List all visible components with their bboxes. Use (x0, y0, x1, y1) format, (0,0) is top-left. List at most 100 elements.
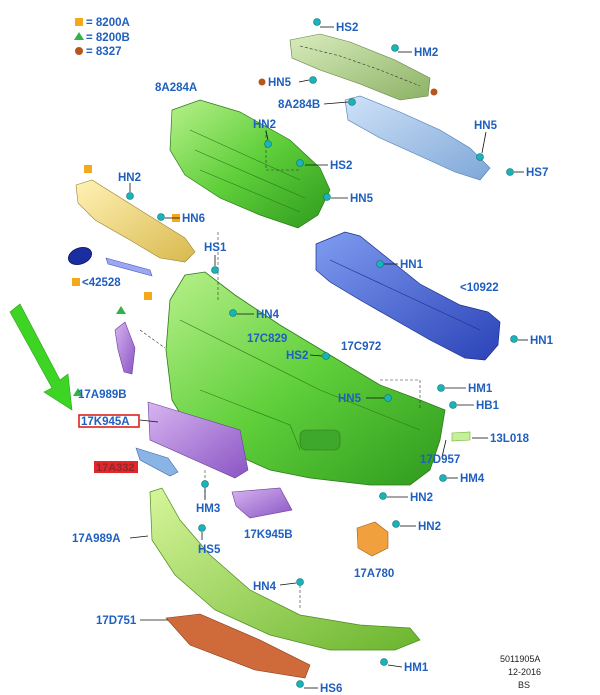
legend-item-8200b: = 8200B (86, 32, 130, 44)
clip-icon (322, 352, 330, 360)
label-hm4: HM4 (460, 473, 485, 485)
pointer-arrow (9, 303, 73, 411)
label-hn1: HN1 (530, 335, 554, 347)
marker-square-icon (72, 278, 80, 286)
label-hn2: HN2 (118, 172, 141, 184)
clip-icon (510, 335, 518, 343)
label-hn5: HN5 (338, 393, 362, 405)
label-17a780: 17A780 (354, 568, 394, 580)
marker-triangle-icon (116, 306, 126, 314)
label-8a284b: 8A284B (278, 99, 320, 111)
impact-beam-10922 (315, 231, 501, 361)
label-17c829: 17C829 (247, 333, 287, 345)
clip-icon (384, 394, 392, 402)
marker-circle-icon (430, 88, 438, 96)
footer-code: 5011905A (500, 654, 540, 664)
legend: = 8200A = 8200B = 8327 (74, 17, 130, 58)
clip-icon (313, 18, 321, 26)
footer-initials: BS (518, 680, 530, 690)
bracket-8a284b (344, 95, 491, 181)
label-17c972: 17C972 (341, 341, 381, 353)
clip-icon (264, 140, 272, 148)
lower-grille-17k945a (147, 401, 249, 479)
marker-square-icon (84, 165, 92, 173)
pad-13l018 (451, 431, 471, 442)
label-8a284a: 8A284A (155, 82, 197, 94)
label-17a332: 17A332 (96, 462, 135, 474)
part-labels: HS2 HM2 HN5 8A284B HN5 HS7 8A284A HN2 HS… (72, 22, 554, 695)
clip-icon (309, 76, 317, 84)
label-hn5: HN5 (350, 193, 374, 205)
label-hm1: HM1 (468, 383, 493, 395)
label-hn5: HN5 (268, 77, 292, 89)
label-hn2: HN2 (253, 119, 276, 131)
clip-icon (506, 168, 514, 176)
label-hn6: HN6 (182, 213, 205, 225)
clip-icon (157, 213, 165, 221)
label-hs7: HS7 (526, 167, 548, 179)
label-hn1: HN1 (400, 259, 424, 271)
clip-icon (296, 159, 304, 167)
label-hs2: HS2 (286, 350, 308, 362)
diagram-footer: 5011905A 12-2016 BS (500, 654, 541, 690)
label-17a989a: 17A989A (72, 533, 121, 545)
label-hn4: HN4 (256, 309, 280, 321)
label-hn2: HN2 (418, 521, 441, 533)
clip-icon (439, 474, 447, 482)
label-17k945b: 17K945B (244, 529, 293, 541)
clip-icon (296, 680, 304, 688)
grille-trim-strip (105, 257, 153, 277)
fastener-clips (126, 18, 518, 688)
label-13l018: 13L018 (490, 433, 530, 445)
legend-triangle-icon (74, 32, 84, 40)
bracket-17a332 (135, 447, 179, 477)
legend-circle-icon (75, 47, 83, 55)
highlight-box-17k945a (78, 414, 140, 428)
legend-item-8200a: = 8200A (86, 17, 130, 29)
label-hn2: HN2 (410, 492, 433, 504)
label-17a989b: 17A989B (78, 389, 127, 401)
label-hb1: HB1 (476, 400, 500, 412)
clip-icon (449, 401, 457, 409)
label-hs5: HS5 (198, 544, 221, 556)
fog-lamp-17a780 (356, 521, 389, 557)
grille-reinforcement-8a284a (169, 99, 331, 229)
label-hm1: HM1 (404, 662, 429, 674)
footer-date: 12-2016 (508, 667, 541, 677)
clip-icon (211, 266, 219, 274)
lower-deflector-17a989a (149, 487, 421, 651)
marker-square-icon (144, 292, 152, 300)
label-hs6: HS6 (320, 683, 342, 695)
highlight-box-17a332 (94, 461, 138, 473)
clip-icon (376, 260, 384, 268)
upper-bracket (289, 33, 431, 101)
label-17d751: 17D751 (96, 615, 137, 627)
legend-square-icon (75, 18, 83, 26)
label-42528: <42528 (82, 277, 121, 289)
clip-icon (380, 658, 388, 666)
clip-icon (391, 44, 399, 52)
label-hn5: HN5 (474, 120, 498, 132)
clip-icon (476, 153, 484, 161)
label-17k945a: 17K945A (81, 416, 130, 428)
clip-icon (201, 480, 209, 488)
clip-icon (392, 520, 400, 528)
bracket-17a989b (114, 321, 136, 375)
label-hm3: HM3 (196, 503, 220, 515)
clip-icon (437, 384, 445, 392)
label-hs1: HS1 (204, 242, 227, 254)
marker-circle-icon (258, 78, 266, 86)
label-10922: <10922 (460, 282, 499, 294)
clip-icon (323, 193, 331, 201)
ford-emblem (67, 247, 93, 265)
clip-icon (126, 192, 134, 200)
label-hn4: HN4 (253, 581, 277, 593)
label-hm2: HM2 (414, 47, 438, 59)
legend-item-8327: = 8327 (86, 46, 122, 58)
clip-icon (229, 309, 237, 317)
clip-icon (198, 524, 206, 532)
clip-icon (348, 98, 356, 106)
leader-lines (129, 26, 528, 689)
